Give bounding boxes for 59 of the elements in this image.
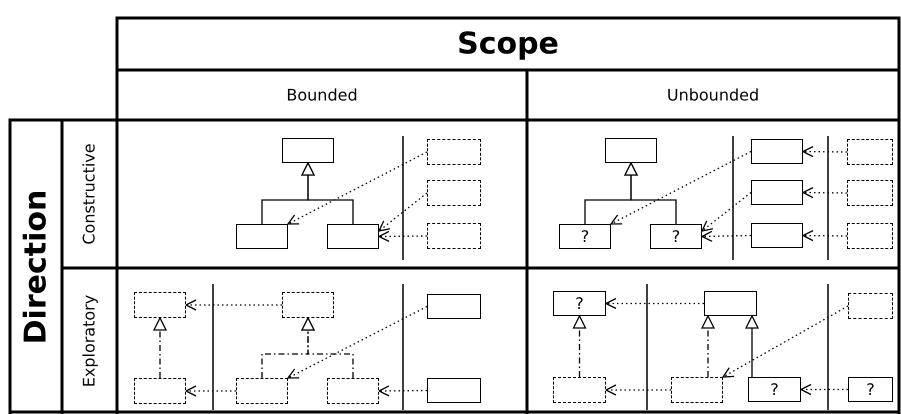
inheritance-arrow	[624, 162, 677, 224]
class-box	[751, 139, 803, 164]
class-box	[751, 223, 803, 248]
class-box: ?	[559, 224, 611, 249]
class-box	[282, 138, 334, 163]
dependency-arrow	[701, 192, 752, 232]
class-box	[704, 291, 757, 316]
dependency-arrow	[185, 385, 236, 397]
class-box: ?	[748, 377, 801, 402]
class-box: ?	[848, 377, 893, 402]
dependency-arrow	[701, 230, 752, 242]
column-heading: Bounded	[286, 86, 358, 104]
column-heading: Unbounded	[666, 86, 760, 104]
column-group-heading: Scope	[457, 26, 559, 62]
dashed-class-box	[847, 139, 893, 165]
inheritance-arrow	[301, 162, 354, 224]
dependency-arrow	[802, 186, 847, 198]
class-box	[327, 224, 379, 249]
dashed-class-box	[134, 378, 186, 404]
dependency-arrow	[378, 192, 428, 232]
class-box	[236, 224, 288, 249]
dependency-arrow	[800, 384, 848, 396]
dashed-class-box	[847, 180, 893, 206]
row-group-heading: Direction	[18, 190, 54, 344]
dashed-class-box	[427, 223, 481, 249]
dependency-arrow	[610, 150, 752, 225]
inheritance-arrow	[701, 315, 715, 377]
dependency-arrow	[378, 385, 427, 397]
dependency-arrow	[287, 151, 428, 225]
dashed-class-box	[134, 292, 186, 318]
inheritance-arrow	[745, 315, 759, 377]
dependency-arrow	[287, 306, 428, 379]
class-box	[427, 378, 481, 403]
class-box: ?	[553, 291, 606, 316]
class-box	[751, 180, 803, 205]
dependency-arrow	[802, 230, 847, 242]
dashed-class-box	[427, 180, 481, 206]
dependency-arrow	[605, 298, 704, 310]
dashed-class-box	[282, 292, 334, 318]
dependency-arrow	[378, 230, 427, 242]
inheritance-arrow	[301, 317, 354, 378]
dashed-class-box	[848, 293, 893, 319]
class-box: ?	[650, 224, 702, 249]
class-box	[605, 138, 657, 163]
row-heading: Exploratory	[80, 294, 98, 388]
dependency-arrow	[802, 146, 847, 158]
dashed-class-box	[671, 377, 723, 403]
inheritance-arrow	[153, 317, 167, 378]
dashed-class-box	[847, 223, 893, 249]
dashed-class-box	[327, 378, 379, 404]
dashed-class-box	[427, 139, 481, 165]
dependency-arrow	[605, 384, 671, 396]
dashed-class-box	[236, 378, 288, 404]
dependency-arrow	[185, 299, 282, 311]
row-heading: Constructive	[80, 143, 98, 245]
inheritance-arrow	[572, 315, 586, 377]
class-box	[427, 294, 481, 319]
dependency-arrow	[722, 305, 848, 378]
dashed-class-box	[553, 377, 606, 403]
